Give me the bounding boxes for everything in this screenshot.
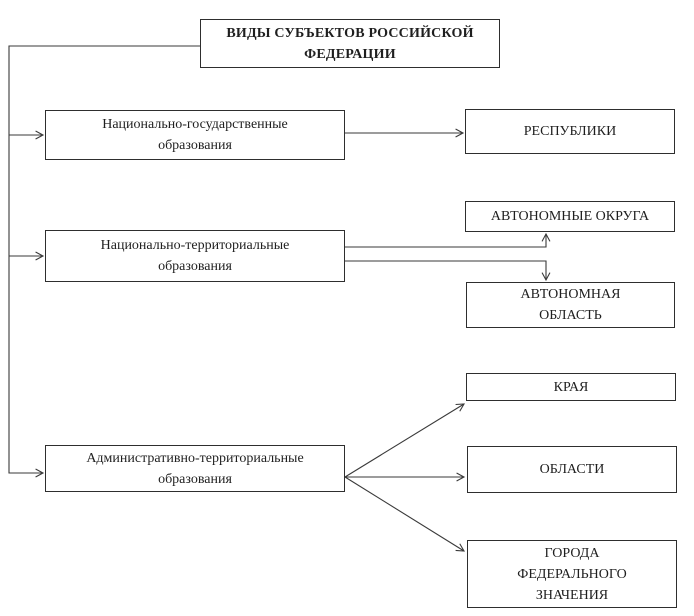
type-label: КРАЯ xyxy=(553,379,589,395)
type-node-krais: КРАЯ xyxy=(466,373,676,401)
connector-title-rail-to-cat3 xyxy=(8,45,200,478)
category-node-national-territorial: Национально-территориальные образования xyxy=(45,230,345,282)
connector-cat3-to-goroda xyxy=(344,476,465,552)
category-label: Национально-государственные образования xyxy=(102,117,288,153)
category-node-administrative-territorial: Административно-территориальные образова… xyxy=(45,445,345,492)
type-label: ОБЛАСТИ xyxy=(539,462,605,477)
connector-cat3-to-kraya xyxy=(344,403,465,478)
type-node-oblasts: ОБЛАСТИ xyxy=(467,446,677,493)
type-label: ГОРОДА ФЕДЕРАЛЬНОГО ЗНАЧЕНИЯ xyxy=(517,545,627,603)
connector-cat2-to-okruga xyxy=(345,232,551,248)
type-label: РЕСПУБЛИКИ xyxy=(523,124,617,139)
type-node-republics: РЕСПУБЛИКИ xyxy=(465,109,675,154)
diagram-title-node: ВИДЫ СУБЪЕКТОВ РОССИЙСКОЙ ФЕДЕРАЦИИ xyxy=(200,19,500,68)
type-label: АВТОНОМНЫЕ ОКРУГА xyxy=(490,209,650,224)
type-node-autonomous-oblast: АВТОНОМНАЯ ОБЛАСТЬ xyxy=(466,282,675,328)
diagram-title-label: ВИДЫ СУБЪЕКТОВ РОССИЙСКОЙ ФЕДЕРАЦИИ xyxy=(226,25,474,62)
type-node-autonomous-okrugs: АВТОНОМНЫЕ ОКРУГА xyxy=(465,201,675,232)
category-label: Национально-территориальные образования xyxy=(100,238,290,274)
connector-cat2-to-oblast-a xyxy=(345,260,551,282)
type-node-federal-cities: ГОРОДА ФЕДЕРАЛЬНОГО ЗНАЧЕНИЯ xyxy=(467,540,677,608)
category-node-national-state: Национально-государственные образования xyxy=(45,110,345,160)
category-label: Административно-территориальные образова… xyxy=(86,450,304,487)
type-label: АВТОНОМНАЯ ОБЛАСТЬ xyxy=(520,287,621,323)
